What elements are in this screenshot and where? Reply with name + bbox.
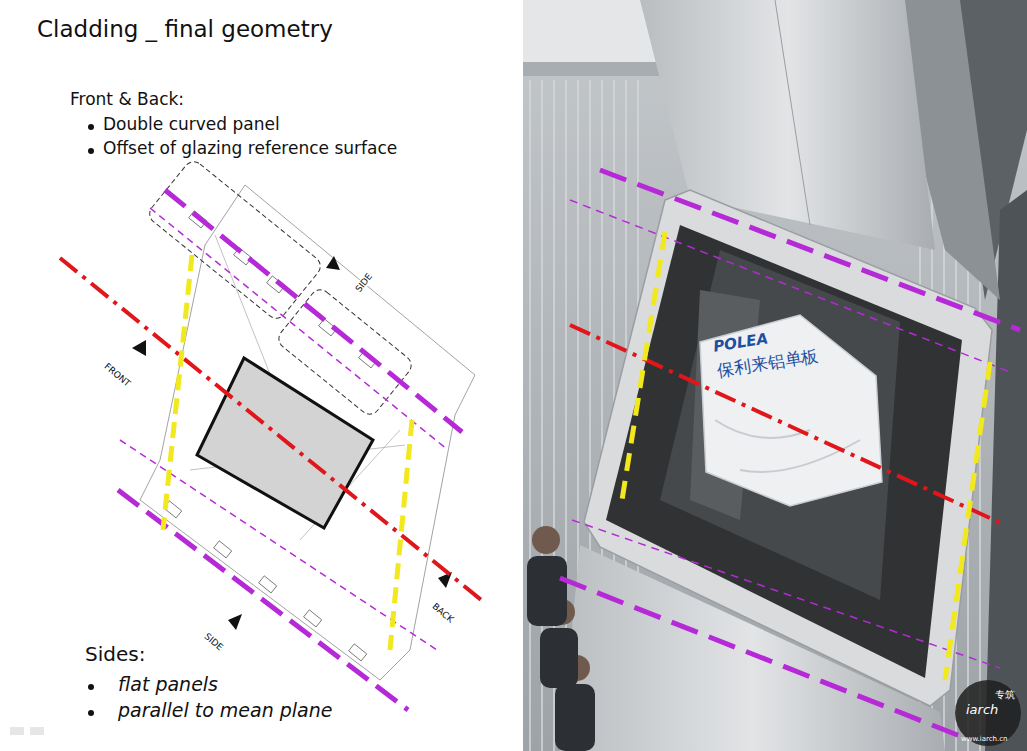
bullet-text: flat panels [118,674,218,696]
drawing-shape [164,211,377,661]
label-holder: flat panels [118,674,218,696]
label-holder: iarch [966,700,998,718]
label-holder: BACK [428,596,460,627]
view-label: SIDE [201,631,225,654]
label-holder: SIDE [200,626,229,655]
drawing-shape [715,420,860,472]
drawing-shape [532,526,560,554]
drawing-shape [88,124,94,130]
watermark: 专筑 [995,689,1015,701]
drawing-shape [30,727,44,735]
bullet-text: Double curved panel [103,115,280,135]
view-label: SIDE [353,271,375,295]
label-holder: FRONT [100,356,137,391]
slide-heading: Sides: [85,643,145,666]
drawing-shape [390,420,412,650]
watermark: iarch [966,703,998,718]
plan-drawing [10,124,485,735]
drawing-shape [529,80,531,751]
drawing-shape [150,208,448,450]
drawing-shape [146,158,325,322]
drawing-shape [304,610,322,627]
label-holder: Sides: [85,643,145,666]
drawing-shape [523,0,1027,751]
drawing-shape [660,250,900,600]
label-holder: parallel to mean plane [118,700,332,722]
slide-title: Cladding _ final geometry [37,16,333,42]
label-holder: Offset of glazing reference surface [103,139,397,159]
drawing-shape [622,232,665,500]
drawing-shape [214,541,232,558]
drawing-shape [259,576,277,593]
drawing-shape [775,0,810,225]
slide-heading: Front & Back: [70,90,184,110]
bullet-text: parallel to mean plane [118,700,332,722]
title-holder: Cladding _ final geometry [37,16,333,42]
drawing-shape [349,644,367,661]
drawing-shape [560,545,945,751]
drawing-shape [88,684,94,690]
watermark: www.iarch.cn [961,735,1008,743]
drawing-shape [572,520,1000,668]
drawing-shape [560,578,965,738]
label-holder: SIDE [348,267,376,296]
drawing-shape [88,148,94,154]
label-holder: Double curved panel [103,115,280,135]
drawing-shape [326,256,340,270]
view-label: BACK [429,601,456,626]
drawing-shape [165,190,462,432]
view-label: FRONT [101,361,133,390]
drawing-shape [438,572,452,588]
label-holder: 专筑 [995,684,1015,702]
drawing-shape [700,315,882,506]
drawing-shape [555,684,595,751]
drawing-shape [570,325,1005,525]
label-holder: www.iarch.cn [961,727,1008,745]
drawing-shape [163,255,192,530]
bullet-text: Offset of glazing reference surface [103,139,397,159]
label-holder: Front & Back: [70,90,184,110]
drawing-shape [527,556,567,626]
site-photo [523,0,1027,751]
drawing-shape [955,680,1021,746]
drawing-shape [132,340,146,356]
drawing-shape [10,727,44,735]
drawing-shape [600,170,1020,330]
drawing-shape [540,628,578,688]
drawing-shape [945,362,990,680]
drawing-shape [570,200,1010,372]
drawing-shape [60,258,485,603]
drawing-shape [88,710,94,716]
drawing-shape [228,614,242,630]
drawing-shape [10,727,24,735]
drawing-shape [140,185,475,680]
drawing-shape [132,256,452,630]
